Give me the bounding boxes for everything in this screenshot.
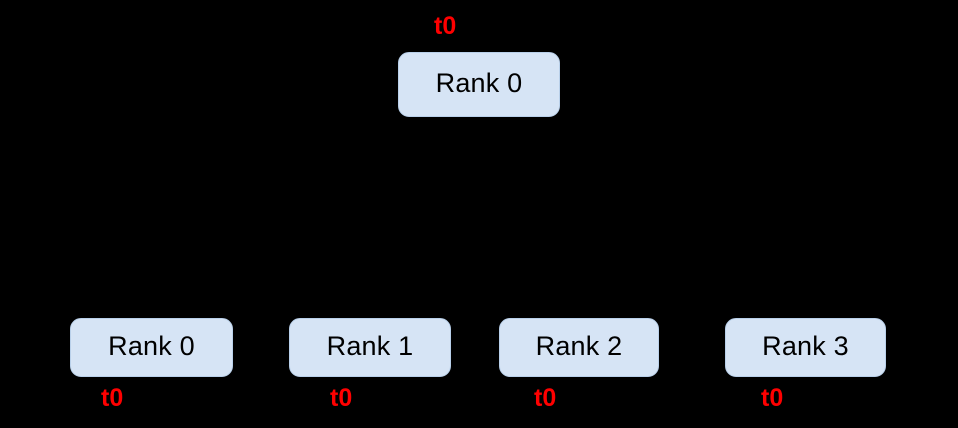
- node-root-rank-0[interactable]: Rank 0: [398, 52, 560, 117]
- edge-root-to-leaf-0: [150, 117, 480, 318]
- node-leaf-1-label: Rank 1: [326, 331, 414, 361]
- node-root-label: Rank 0: [435, 68, 523, 98]
- node-leaf-3-label: Rank 3: [762, 331, 849, 361]
- node-leaf-1-tag: t0: [330, 384, 353, 412]
- node-leaf-2-tag: t0: [534, 384, 557, 412]
- node-leaf-rank-2[interactable]: Rank 2: [499, 318, 659, 377]
- node-leaf-0-label: Rank 0: [108, 331, 195, 361]
- root-node-tag: t0: [434, 12, 457, 40]
- edge-root-to-leaf-3: [478, 117, 806, 318]
- edge-root-to-leaf-2: [478, 117, 580, 318]
- node-leaf-3-tag: t0: [761, 384, 784, 412]
- node-leaf-0-tag: t0: [101, 384, 124, 412]
- node-leaf-rank-1[interactable]: Rank 1: [289, 318, 451, 377]
- node-leaf-rank-0[interactable]: Rank 0: [70, 318, 233, 377]
- node-leaf-rank-3[interactable]: Rank 3: [725, 318, 886, 377]
- edge-root-to-leaf-1: [369, 117, 480, 318]
- node-leaf-2-label: Rank 2: [535, 331, 623, 361]
